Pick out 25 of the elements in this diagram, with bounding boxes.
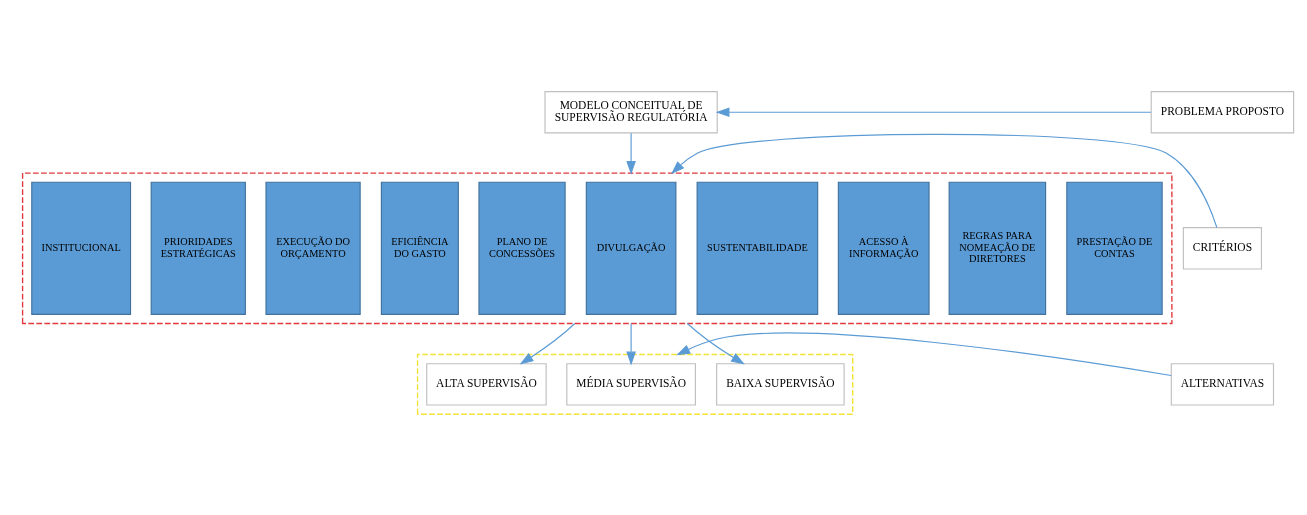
node-box: PRESTAÇÃO DE CONTAS [1066, 181, 1163, 315]
cluster [21, 172, 1173, 325]
node-box: DIVULGAÇÃO [585, 181, 677, 315]
arrow [626, 322, 636, 366]
node-box: INSTITUCIONAL [31, 181, 132, 315]
node-box: PRIORIDADES ESTRATÉGICAS [150, 181, 246, 315]
arrow [686, 322, 745, 365]
arrow [715, 107, 1152, 118]
node-box: CRITÉRIOS [1182, 227, 1262, 270]
node-box: ALTA SUPERVISÃO [426, 363, 547, 406]
arrow [671, 133, 1218, 229]
node-box: EFICIÊNCIA DO GASTO [380, 181, 459, 315]
node-box: MÉDIA SUPERVISÃO [566, 363, 696, 406]
node-box: EXECUÇÃO DO ORÇAMENTO [265, 181, 361, 315]
node-box: REGRAS PARA NOMEAÇÃO DE DIRETORES [948, 181, 1047, 315]
node-box: BAIXA SUPERVISÃO [716, 363, 845, 406]
node-box: SUSTENTABILIDADE [696, 181, 819, 315]
node-box: PLANO DE CONCESSÕES [478, 181, 566, 315]
arrow [676, 332, 1172, 377]
node-box: ALTERNATIVAS [1170, 363, 1275, 406]
node-box: MODELO CONCEITUAL DE SUPERVISÃO REGULATÓRIA [544, 91, 718, 134]
arrow [519, 322, 576, 365]
arrow [626, 132, 636, 175]
node-box: ACESSO À INFORMAÇÃO [837, 181, 930, 315]
node-box: PROBLEMA PROPOSTO [1150, 91, 1295, 134]
